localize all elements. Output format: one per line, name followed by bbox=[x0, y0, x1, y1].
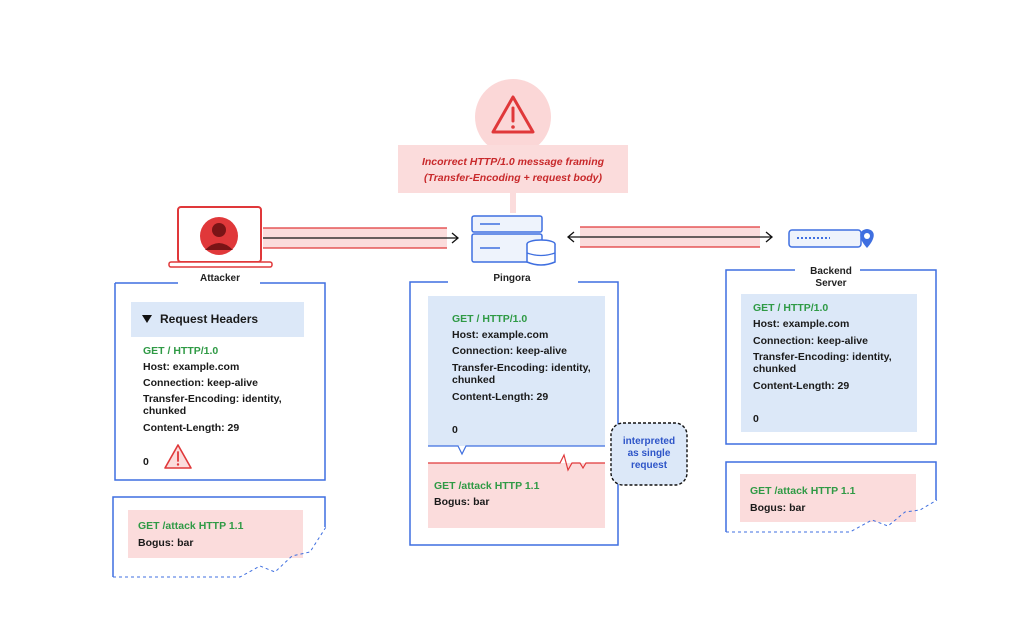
backend-connection: Connection: keep-alive bbox=[753, 335, 868, 347]
backend-te-line-1: Transfer-Encoding: identity, bbox=[753, 351, 892, 363]
note-line-2: as single bbox=[627, 448, 671, 459]
pingora-connection: Connection: keep-alive bbox=[452, 345, 567, 357]
pingora-content-length: Content-Length: 29 bbox=[452, 391, 549, 403]
attacker-te-line-2: chunked bbox=[143, 405, 187, 417]
attacker-warning-icon bbox=[164, 444, 192, 469]
single-request-note-box bbox=[610, 422, 688, 486]
attacker-body: 0 bbox=[143, 456, 149, 468]
attacker-content-length: Content-Length: 29 bbox=[143, 422, 240, 434]
warning-connector bbox=[510, 193, 516, 213]
backend-panel-frame bbox=[725, 269, 937, 445]
backend-host: Host: example.com bbox=[753, 318, 850, 330]
backend-content-length: Content-Length: 29 bbox=[753, 380, 850, 392]
request-headers-title: Request Headers bbox=[160, 312, 259, 326]
attacker-te-line-1: Transfer-Encoding: identity, bbox=[143, 393, 282, 405]
backend-smuggled-header: Bogus: bar bbox=[750, 502, 806, 514]
attacker-to-pingora-arrow bbox=[263, 227, 460, 249]
attacker-laptop-icon bbox=[168, 206, 273, 268]
warning-line-1: Incorrect HTTP/1.0 message framing bbox=[421, 156, 605, 168]
backend-label-line-2: Server bbox=[815, 278, 847, 289]
warning-label-box bbox=[398, 145, 628, 193]
pingora-smuggled-header: Bogus: bar bbox=[434, 496, 490, 508]
pingora-te-line-1: Transfer-Encoding: identity, bbox=[452, 362, 591, 374]
pingora-host: Host: example.com bbox=[452, 329, 549, 341]
warning-icon bbox=[475, 79, 551, 155]
pingora-te-line-2: chunked bbox=[452, 374, 496, 386]
attacker-connection: Connection: keep-alive bbox=[143, 377, 258, 389]
pingora-body: 0 bbox=[452, 424, 458, 436]
backend-smuggled-frame bbox=[725, 461, 938, 533]
pingora-request-line: GET / HTTP/1.0 bbox=[452, 313, 528, 325]
backend-te-line-2: chunked bbox=[753, 363, 797, 375]
backend-label-line-1: Backend bbox=[810, 266, 852, 277]
attacker-request-line: GET / HTTP/1.0 bbox=[143, 345, 219, 357]
backend-server-icon bbox=[788, 229, 874, 248]
attacker-smuggled-frame bbox=[112, 496, 327, 578]
pingora-label: Pingora bbox=[493, 273, 531, 284]
pingora-panel-frame bbox=[409, 281, 619, 546]
note-line-3: request bbox=[630, 460, 668, 471]
attacker-panel-frame bbox=[114, 282, 326, 481]
pingora-server-icon bbox=[471, 215, 556, 266]
backend-request-line: GET / HTTP/1.0 bbox=[753, 302, 829, 314]
backend-body: 0 bbox=[753, 413, 759, 425]
pingora-to-backend-arrow bbox=[566, 226, 774, 248]
attacker-host: Host: example.com bbox=[143, 361, 240, 373]
attacker-label: Attacker bbox=[199, 273, 241, 284]
warning-line-2: (Transfer-Encoding + request body) bbox=[423, 172, 603, 184]
pingora-smuggled-request: GET /attack HTTP 1.1 bbox=[434, 480, 540, 492]
note-line-1: interpreted bbox=[622, 436, 676, 447]
attacker-smuggled-header: Bogus: bar bbox=[138, 537, 194, 549]
attacker-smuggled-request: GET /attack HTTP 1.1 bbox=[138, 520, 244, 532]
backend-smuggled-request: GET /attack HTTP 1.1 bbox=[750, 485, 856, 497]
